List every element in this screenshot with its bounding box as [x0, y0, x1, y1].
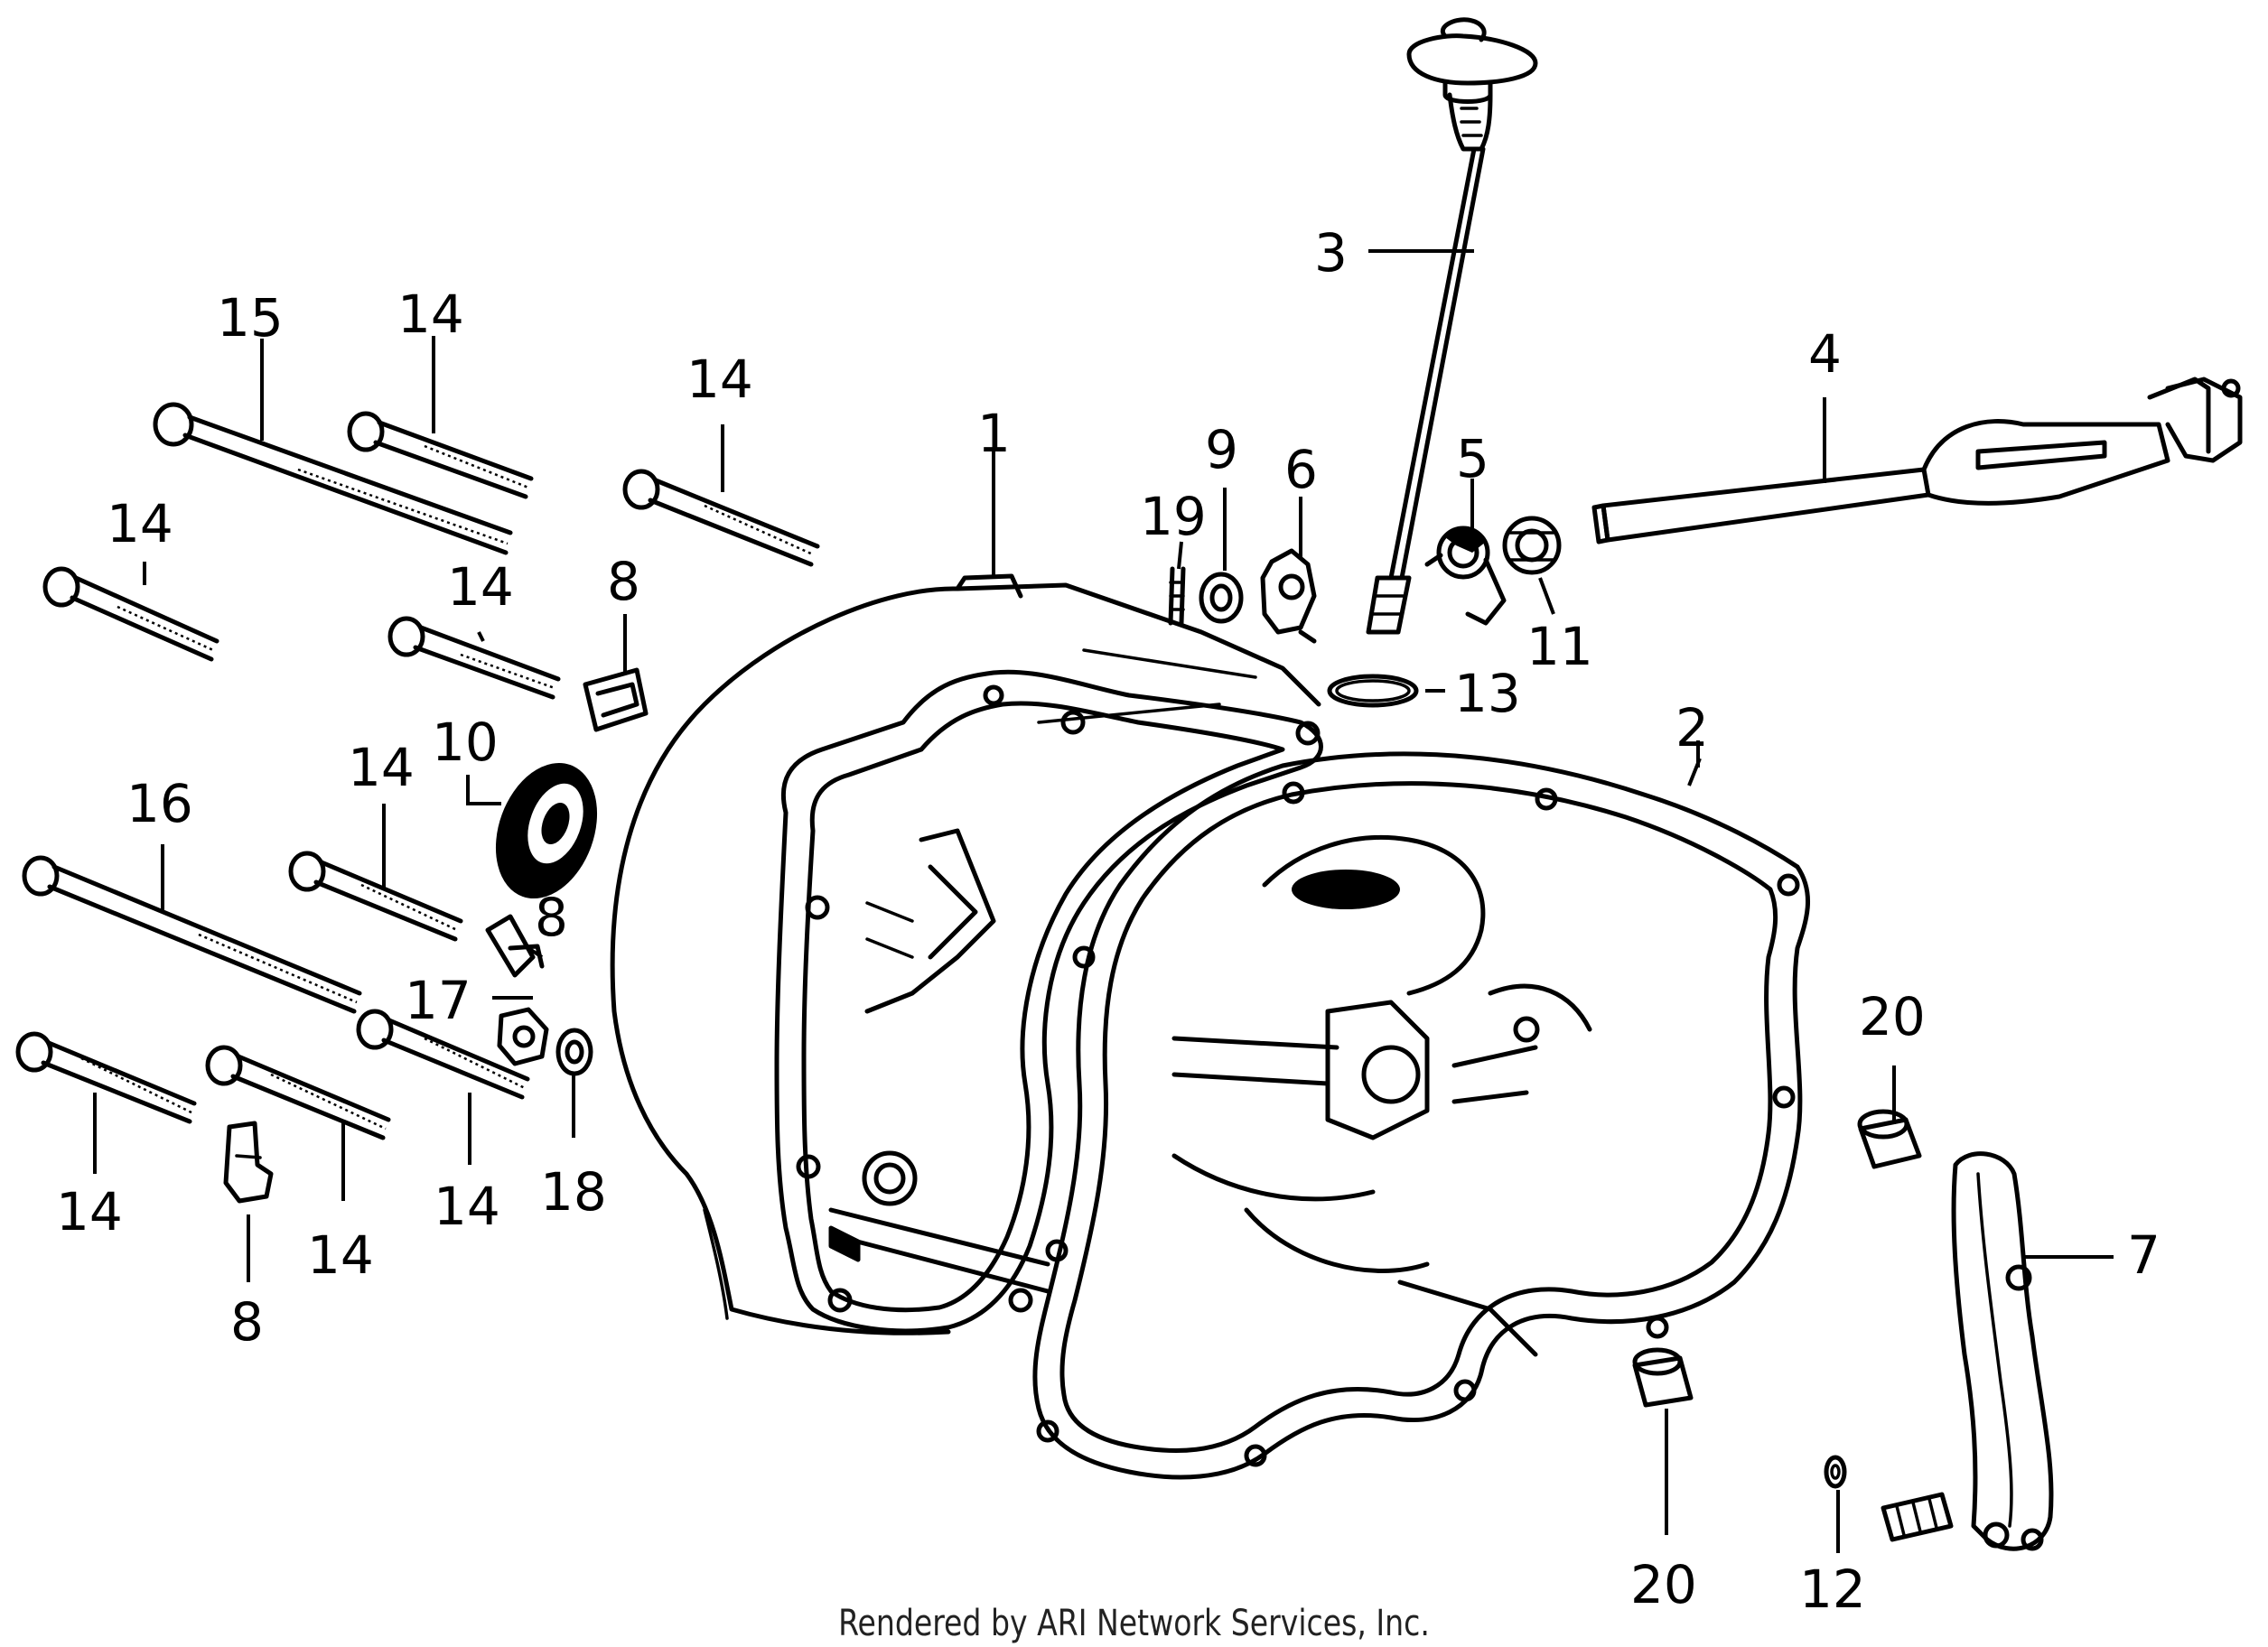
callout-13: 13	[1454, 663, 1521, 724]
callout-20-bottom: 20	[1630, 1554, 1697, 1615]
callout-14-left: 14	[107, 493, 173, 554]
oil-seal-10[interactable]	[481, 751, 611, 909]
callout-18: 18	[540, 1161, 607, 1223]
bolt-14-left[interactable]	[42, 566, 219, 662]
callout-8-top: 8	[607, 551, 640, 612]
oil-dipstick[interactable]	[1366, 17, 1538, 635]
callout-11: 11	[1526, 616, 1593, 677]
callout-14-bottom-c: 14	[434, 1176, 500, 1237]
bolt-14-center[interactable]	[288, 851, 463, 942]
callout-2: 2	[1675, 697, 1709, 758]
collar[interactable]	[1260, 548, 1317, 644]
callout-16: 16	[126, 773, 193, 834]
callout-14-bottom-b: 14	[307, 1224, 374, 1286]
callout-15: 15	[217, 287, 284, 349]
leader-lines	[93, 249, 2114, 1553]
callout-14-mid: 14	[447, 556, 514, 618]
nut-11[interactable]	[1502, 516, 1562, 575]
callout-14-top-a: 14	[397, 284, 464, 345]
callout-3: 3	[1314, 222, 1348, 284]
callout-14-top-b: 14	[686, 349, 753, 410]
callout-8-mid: 8	[535, 887, 568, 948]
callout-6: 6	[1284, 439, 1318, 500]
kick-pedal-arm[interactable]	[1881, 1151, 2054, 1551]
crankcase-cover[interactable]	[610, 573, 1323, 1335]
callout-1: 1	[977, 403, 1011, 464]
callout-8-bottom: 8	[230, 1291, 264, 1353]
clip-8-top[interactable]	[583, 667, 649, 732]
callout-10: 10	[432, 712, 499, 773]
dowel-20-bottom[interactable]	[1632, 1347, 1694, 1408]
callout-14-bottom-a: 14	[56, 1181, 123, 1242]
bolt-14-mid[interactable]	[387, 616, 561, 700]
callout-5: 5	[1456, 428, 1489, 489]
washer-18[interactable]	[555, 1028, 593, 1076]
clip-8-bottom[interactable]	[223, 1121, 274, 1204]
gasket[interactable]	[1032, 751, 1811, 1480]
callout-19: 19	[1140, 486, 1207, 547]
callout-9: 9	[1205, 419, 1238, 480]
callout-17: 17	[405, 970, 471, 1031]
bolt-14-bottom-a[interactable]	[15, 1031, 197, 1124]
callout-12: 12	[1799, 1559, 1866, 1620]
bolt-14-top-b[interactable]	[622, 469, 820, 567]
o-ring-13[interactable]	[1327, 674, 1419, 708]
callout-labels: 1 2 3 4 5 6 7 8 8 8 9 10 11 12 13 14 14 …	[56, 222, 2161, 1620]
bolt-14-top-a[interactable]	[347, 411, 534, 499]
callout-14-center: 14	[348, 737, 415, 798]
bolt-14-bottom-b[interactable]	[205, 1045, 391, 1140]
clip-8-mid[interactable]	[485, 914, 545, 978]
pin-19[interactable]	[1168, 566, 1186, 626]
callout-4: 4	[1808, 323, 1842, 385]
callout-20-right: 20	[1859, 986, 1926, 1047]
kickstart-shaft[interactable]	[1591, 377, 2243, 544]
bolt-14-bottom-c[interactable]	[356, 1009, 530, 1100]
rendered-by-footer: Rendered by ARI Network Services, Inc.	[838, 1603, 1430, 1644]
bolt-15[interactable]	[153, 402, 513, 555]
nut-17[interactable]	[497, 1007, 549, 1066]
bolt-16[interactable]	[22, 855, 362, 1014]
callout-7: 7	[2127, 1224, 2161, 1286]
washer-12[interactable]	[1824, 1455, 1847, 1489]
dowel-20-right[interactable]	[1857, 1109, 1922, 1169]
seal-9[interactable]	[1199, 572, 1244, 624]
kickstart-spring[interactable]	[1424, 526, 1507, 626]
